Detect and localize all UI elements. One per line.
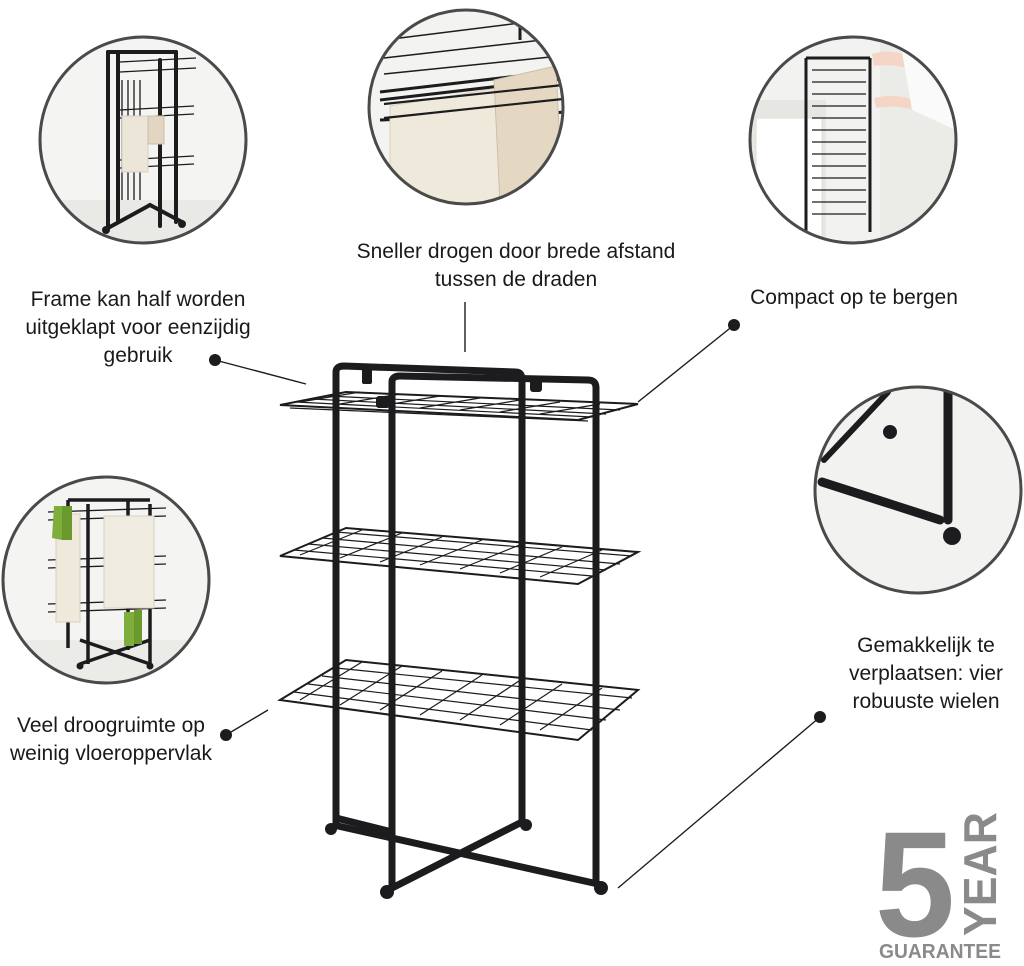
guarantee-word: GUARANTEE: [879, 941, 1001, 963]
detail-circle-storage: [748, 35, 958, 245]
callout-dots: [209, 319, 826, 741]
drying-rack-product: [277, 362, 642, 899]
detail-circle-half-fold: [38, 35, 248, 245]
detail-circle-wire-spacing: [367, 8, 565, 206]
detail-circle-floor-space: [1, 475, 211, 685]
guarantee-number: 5: [875, 800, 955, 966]
callout-half-fold: Frame kan half worden uitgeklapt voor ee…: [25, 288, 251, 367]
callout-floor-space: Veel droogruimte op weinig vloeroppervla…: [10, 714, 212, 765]
callout-wide-spacing: Sneller drogen door brede afstand tussen…: [356, 240, 676, 291]
callout-compact-storage: Compact op te bergen: [750, 286, 958, 309]
detail-circle-wheel: [813, 385, 1023, 595]
guarantee-badge: 5 YEAR GUARANTEE: [875, 800, 1006, 966]
guarantee-unit: YEAR: [954, 812, 1006, 936]
callout-wheels: Gemakkelijk te verplaatsen: vier robuust…: [848, 634, 1004, 713]
leader-lines: [214, 302, 821, 889]
